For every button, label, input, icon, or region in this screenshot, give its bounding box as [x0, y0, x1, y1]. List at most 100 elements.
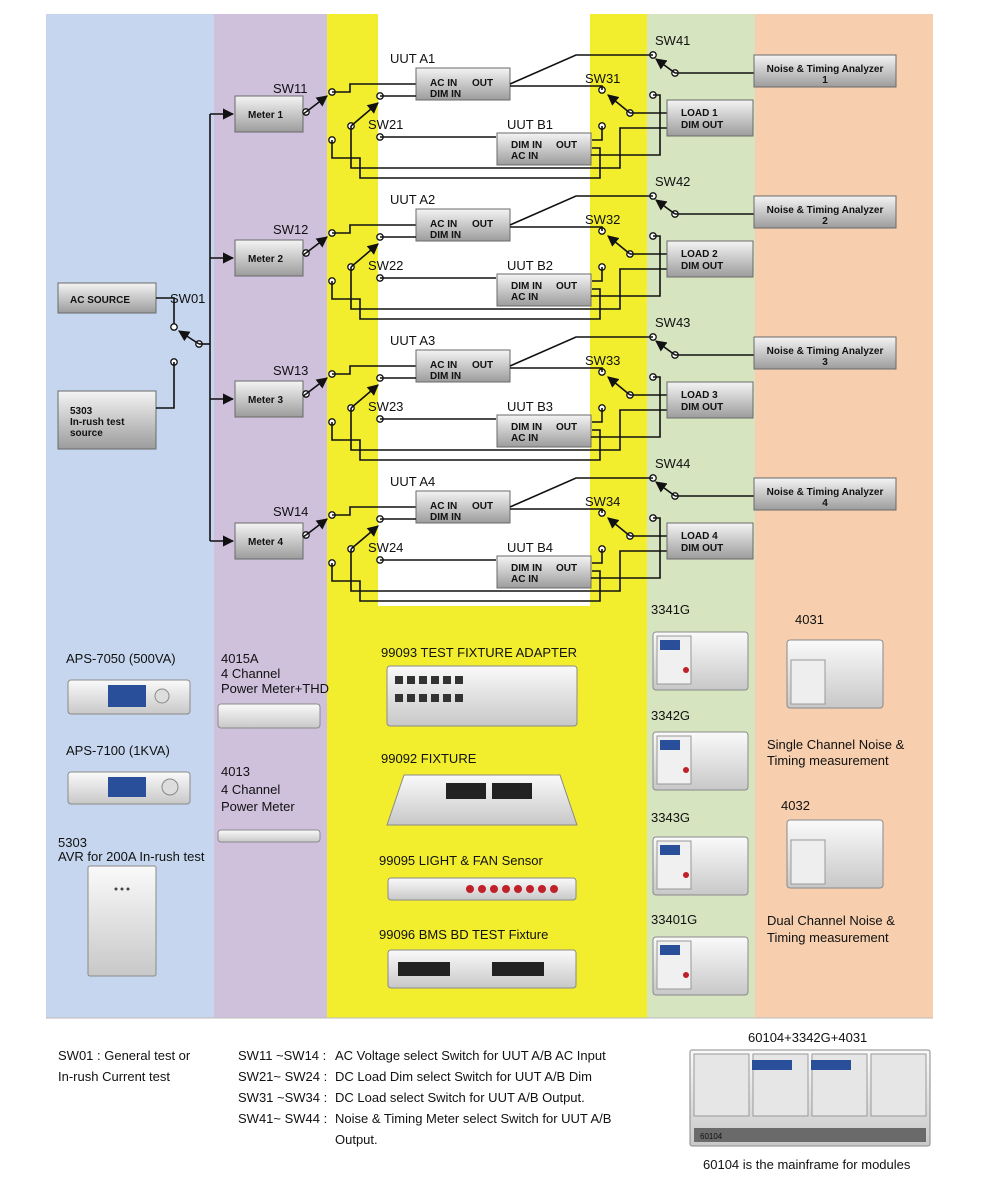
uut-a-label: UUT A3: [390, 333, 435, 348]
legend-row: SW41~ SW44 :Noise & Timing Meter select …: [238, 1108, 611, 1129]
port-out: OUT: [556, 422, 577, 433]
sw-ac-blade: [305, 518, 328, 536]
wire: [302, 534, 307, 538]
load-label: DIM OUT: [681, 543, 723, 554]
terminal-block: [446, 783, 486, 799]
wire: [592, 549, 603, 564]
fixture-99095-label: 99095 LIGHT & FAN Sensor: [379, 853, 543, 868]
uut-b-label: UUT B4: [507, 540, 553, 555]
port-ac-in: AC IN: [430, 219, 457, 230]
wire: [591, 376, 661, 438]
sw-noise-blade: [655, 340, 676, 356]
terminal: [455, 694, 463, 702]
terminal: [407, 694, 415, 702]
display: [660, 845, 680, 855]
port-dim-in: DIM IN: [511, 563, 542, 574]
wire: [331, 563, 601, 602]
port-ac-in: AC IN: [511, 433, 538, 444]
legend-row: Output.: [238, 1129, 611, 1150]
avr-5303-label: AVR for 200A In-rush test: [58, 849, 205, 864]
load-label: LOAD 2: [681, 249, 718, 260]
sw-ac-blade: [305, 236, 328, 254]
uut-b-label: UUT B3: [507, 399, 553, 414]
inrush-source-label: source: [70, 428, 103, 439]
mainframe-base: [694, 1128, 926, 1142]
uut-b-box: [496, 414, 592, 448]
pm-4013-label: 4013: [221, 764, 250, 779]
power-meter-4015a-picture: [217, 703, 321, 729]
sw-dim-label: SW22: [368, 258, 403, 273]
sensor-jack: [478, 885, 486, 893]
uut-b-label: UUT B1: [507, 117, 553, 132]
legend-key: SW31 ~SW34 :: [238, 1090, 328, 1105]
terminal: [407, 676, 415, 684]
meter-label: Meter 4: [248, 537, 283, 548]
analyzer-label: 4: [822, 498, 828, 509]
load-model-label: 33401G: [651, 912, 697, 927]
legend-row: SW11 ~SW14 :AC Voltage select Switch for…: [238, 1045, 611, 1066]
nt-4032-label: 4032: [781, 798, 810, 813]
wire: [350, 267, 667, 310]
wire: [510, 226, 603, 231]
sw-ac-blade: [305, 377, 328, 395]
wire: [509, 54, 653, 85]
uut-a-label: UUT A2: [390, 192, 435, 207]
load-model-label: 3342G: [651, 708, 690, 723]
load-model-label: 3343G: [651, 810, 690, 825]
port-dim-in: DIM IN: [511, 422, 542, 433]
wire: [591, 235, 661, 297]
meter-box: [234, 522, 304, 560]
aps-7050-label: APS-7050 (500VA): [66, 651, 176, 666]
meter-label: Meter 2: [248, 254, 283, 265]
sensor-jack: [550, 885, 558, 893]
analyzer-box: [753, 477, 897, 511]
meter-label: Meter 3: [248, 395, 283, 406]
inrush-source-box: [57, 390, 157, 450]
sw-ac-blade: [305, 95, 328, 113]
terminal: [431, 676, 439, 684]
analyzer-label: Noise & Timing Analyzer: [767, 346, 884, 357]
mainframe-60104-picture: [689, 1049, 931, 1147]
sw-noise-label: SW43: [655, 315, 690, 330]
load-box: [666, 381, 754, 419]
wire: [510, 367, 603, 372]
wire: [332, 506, 416, 516]
sw-dim-blade: [350, 525, 379, 550]
sensor-jack: [526, 885, 534, 893]
legend-text: AC Voltage select Switch for UUT A/B AC …: [335, 1048, 606, 1063]
sw-ac-label: SW14: [273, 504, 308, 519]
sw-load-label: SW34: [585, 494, 620, 509]
led: [126, 887, 130, 891]
load-label: LOAD 4: [681, 531, 718, 542]
wire: [156, 297, 175, 327]
uut-a-label: UUT A1: [390, 51, 435, 66]
sensor-jack: [538, 885, 546, 893]
wire: [156, 362, 175, 409]
module-slot: [870, 1053, 927, 1117]
meter-box: [234, 239, 304, 277]
wire: [509, 336, 653, 367]
terminal: [455, 676, 463, 684]
nt-4031-label: 4031: [795, 612, 824, 627]
analyzer-box: [753, 336, 897, 370]
fixture-99092-picture: [386, 774, 578, 826]
sw01-blade: [178, 330, 200, 345]
terminal: [443, 694, 451, 702]
nt-4032-label: Dual Channel Noise &: [767, 913, 895, 928]
legend-key: SW41~ SW44 :: [238, 1111, 328, 1126]
panel: [790, 659, 826, 705]
screen: [108, 685, 146, 707]
mainframe-title: 60104+3342G+4031: [748, 1030, 868, 1045]
ac-source-box: [57, 282, 157, 314]
wire: [331, 422, 601, 461]
sw01-note-line-1: SW01 : General test or: [58, 1048, 191, 1063]
wire: [302, 393, 307, 397]
port-out: OUT: [472, 501, 493, 512]
sw-load-blade: [607, 235, 631, 255]
jack: [683, 972, 689, 978]
legend-row: SW31 ~SW34 :DC Load select Switch for UU…: [238, 1087, 611, 1108]
fixture-99093-label: 99093 TEST FIXTURE ADAPTER: [381, 645, 577, 660]
wire: [332, 224, 416, 234]
